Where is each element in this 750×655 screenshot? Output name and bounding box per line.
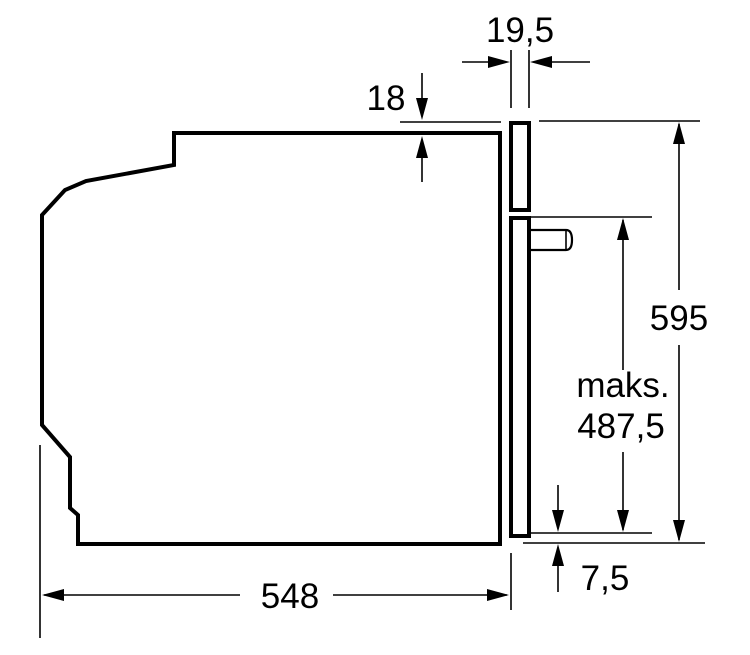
niche-height-label-line1: maks. bbox=[576, 366, 669, 405]
height-dimension-label: 595 bbox=[650, 299, 708, 338]
front-thickness-dimension bbox=[462, 50, 590, 108]
niche-height-label-line2: 487,5 bbox=[577, 407, 665, 446]
top-gap-dimension bbox=[400, 73, 501, 182]
depth-dimension bbox=[42, 589, 509, 601]
door-handle bbox=[527, 228, 574, 252]
front-thickness-label: 19,5 bbox=[486, 11, 554, 50]
depth-dimension-label: 548 bbox=[261, 577, 319, 616]
bottom-gap-label: 7,5 bbox=[581, 559, 630, 598]
oven-body-outline bbox=[40, 131, 502, 546]
bottom-gap-dimension bbox=[552, 485, 564, 592]
top-gap-label: 18 bbox=[367, 79, 406, 118]
height-dimension bbox=[523, 120, 705, 544]
oven-door bbox=[509, 216, 531, 538]
niche-height-dimension bbox=[529, 216, 652, 534]
oven-front-panel bbox=[509, 121, 531, 212]
